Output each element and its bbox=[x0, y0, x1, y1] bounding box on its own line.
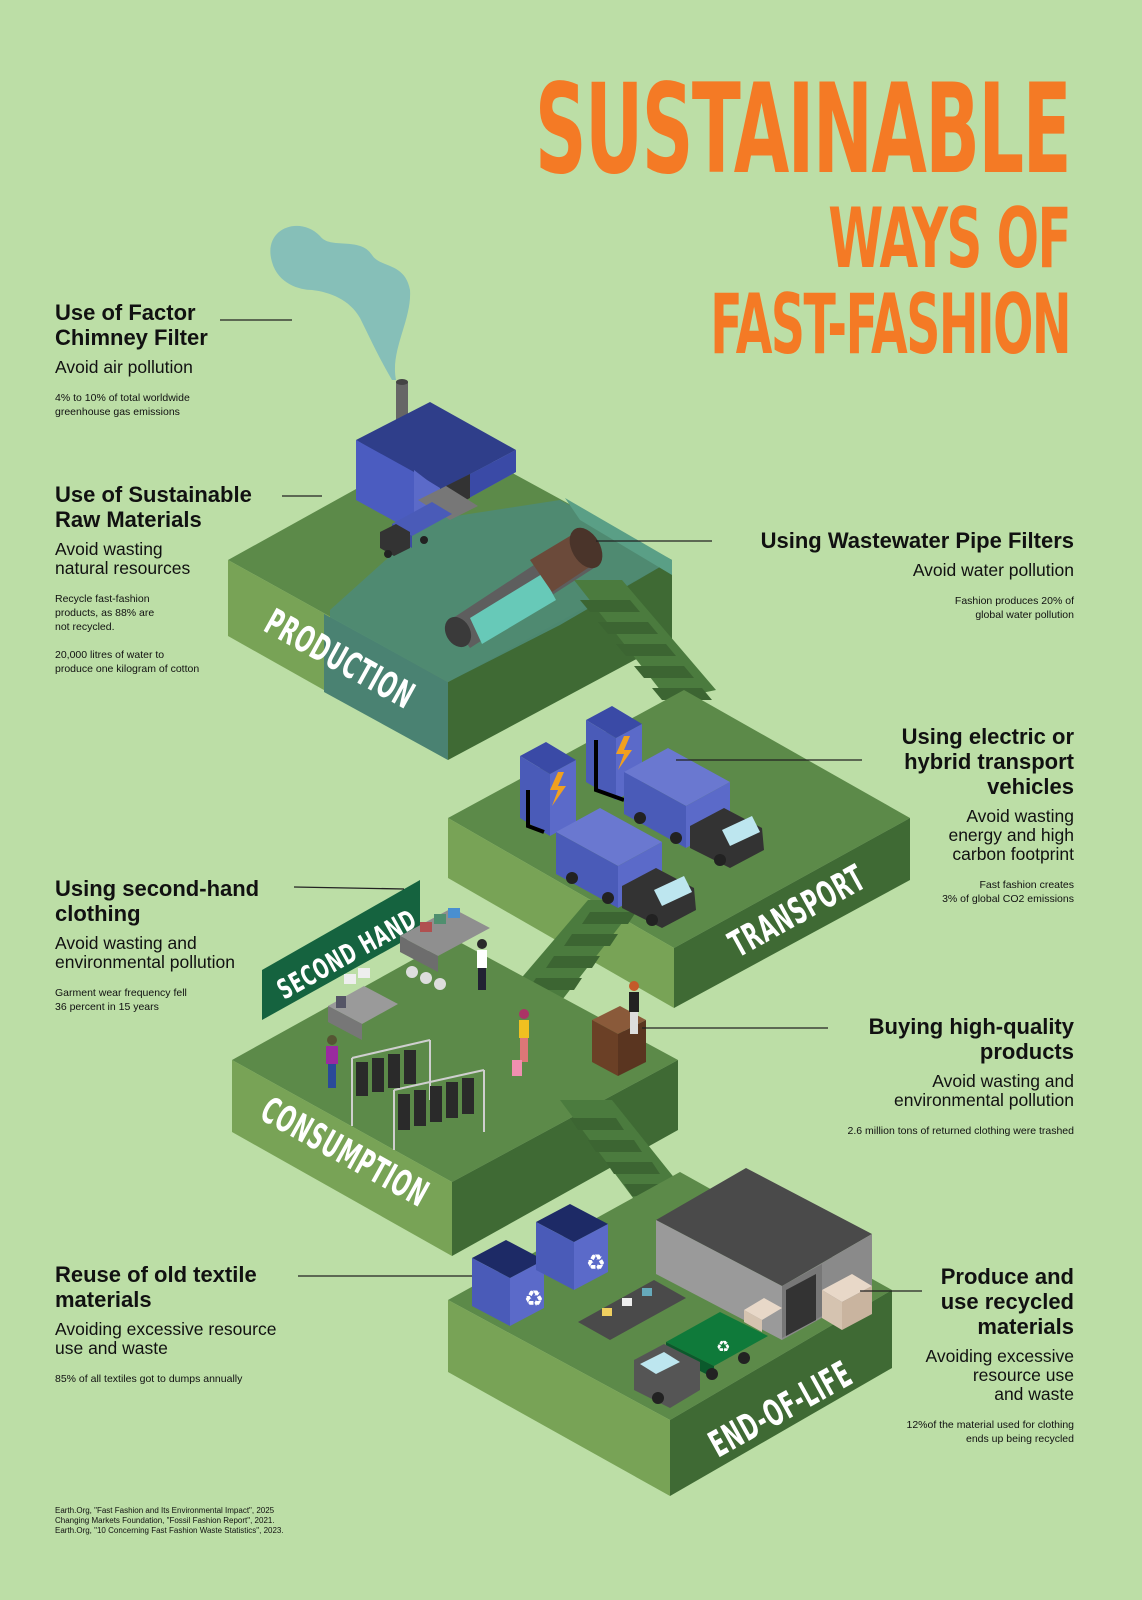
callout-subtitle: carbon footprint bbox=[952, 844, 1074, 864]
callout-subtitle: use and waste bbox=[55, 1338, 168, 1358]
note-line: produce one kilogram of cotton bbox=[55, 663, 200, 675]
callout-title: materials bbox=[55, 1287, 152, 1312]
sources: Earth.Org, "Fast Fashion and Its Environ… bbox=[55, 1506, 284, 1536]
recycle-icon: ♻ bbox=[716, 1337, 730, 1356]
recycle-icon: ♻ bbox=[586, 1251, 606, 1276]
callout-title: Using electric or bbox=[901, 724, 1074, 749]
note-line: greenhouse gas emissions bbox=[55, 406, 180, 418]
callout-note: 4% to 10% of total worldwide greenhouse … bbox=[55, 391, 208, 419]
electric-truck-1 bbox=[624, 748, 764, 868]
note-line: 4% to 10% of total worldwide bbox=[55, 392, 190, 404]
electric-truck-2 bbox=[556, 808, 696, 928]
callout-subtitle: natural resources bbox=[55, 558, 191, 578]
callout-note: 2.6 million tons of returned clothing we… bbox=[848, 1124, 1074, 1138]
stairs-1 bbox=[574, 580, 716, 700]
callout-subtitle: environmental pollution bbox=[894, 1090, 1074, 1110]
title-line-1: SUSTAINABLE bbox=[534, 57, 1072, 202]
callout-subtitle: Avoiding excessive bbox=[925, 1346, 1074, 1366]
note-line: Fast fashion creates bbox=[979, 879, 1074, 891]
callout-title: use recycled bbox=[940, 1289, 1074, 1314]
wastewater-pipe bbox=[444, 527, 603, 648]
source-line: Earth.Org, "10 Concerning Fast Fashion W… bbox=[55, 1526, 284, 1535]
production-truck bbox=[380, 502, 452, 558]
hanging-clothes bbox=[356, 1050, 474, 1130]
callout-reuse-textile: Reuse of old textile materials Avoiding … bbox=[55, 1262, 276, 1386]
callout-transport: Using electric or hybrid transport vehic… bbox=[902, 724, 1074, 906]
second-hand-shelf bbox=[328, 968, 398, 1040]
callout-subtitle: and waste bbox=[994, 1384, 1074, 1404]
callout-note: 12%of the material used for clothing end… bbox=[906, 1418, 1074, 1446]
note-line: Fashion produces 20% of bbox=[954, 595, 1074, 607]
callout-note: Recycle fast-fashion products, as 88% ar… bbox=[55, 592, 252, 634]
clothing-racks bbox=[351, 1039, 485, 1150]
main-title: SUSTAINABLE WAYS OF FAST-FASHION bbox=[384, 57, 1072, 370]
title-line-3: FAST-FASHION bbox=[710, 277, 1071, 374]
callout-subtitle: environmental pollution bbox=[55, 952, 235, 972]
callout-title: vehicles bbox=[987, 774, 1074, 799]
callout-subtitle: Avoid wasting and bbox=[55, 933, 197, 953]
note-line: global water pollution bbox=[975, 609, 1074, 621]
charging-station-1 bbox=[520, 742, 576, 836]
callout-raw-materials: Use of Sustainable Raw Materials Avoid w… bbox=[55, 482, 252, 676]
callout-subtitle: Avoid air pollution bbox=[55, 357, 193, 377]
garbage-truck: ♻ bbox=[634, 1312, 768, 1408]
sorting-conveyor bbox=[578, 1280, 686, 1340]
callout-subtitle: Avoid wasting bbox=[55, 539, 163, 559]
transport-platform bbox=[448, 690, 910, 1008]
source-line: Earth.Org, "Fast Fashion and Its Environ… bbox=[55, 1506, 275, 1515]
textile-bales bbox=[744, 1274, 872, 1332]
shelf-display bbox=[400, 908, 490, 990]
callout-title: Buying high-quality bbox=[868, 1014, 1074, 1039]
callout-title: Chimney Filter bbox=[55, 325, 208, 350]
note-line: not recycled. bbox=[55, 621, 115, 633]
smoke-cloud bbox=[270, 225, 411, 380]
callout-note: Fashion produces 20% of global water pol… bbox=[761, 594, 1074, 622]
recycle-icon: ♻ bbox=[524, 1287, 544, 1312]
leader-lines bbox=[220, 319, 922, 1292]
note-line: 36 percent in 15 years bbox=[55, 1001, 159, 1013]
callout-recycled-materials: Produce and use recycled materials Avoid… bbox=[906, 1264, 1074, 1446]
note-line: 3% of global CO2 emissions bbox=[942, 893, 1074, 905]
source-line: Changing Markets Foundation, "Fossil Fas… bbox=[55, 1516, 275, 1525]
callout-title: Produce and bbox=[940, 1264, 1074, 1289]
callout-note: Garment wear frequency fell 36 percent i… bbox=[55, 986, 259, 1014]
callout-title: products bbox=[979, 1039, 1074, 1064]
callout-second-hand: Using second-hand clothing Avoid wasting… bbox=[55, 876, 259, 1014]
recycling-bin-2: ♻ bbox=[536, 1204, 608, 1290]
callout-subtitle: resource use bbox=[972, 1365, 1074, 1385]
callout-title: Reuse of old textile bbox=[55, 1262, 257, 1287]
callout-subtitle: energy and high bbox=[948, 825, 1074, 845]
callout-title: hybrid transport bbox=[904, 749, 1074, 774]
shoppers bbox=[326, 939, 639, 1088]
callout-subtitle: Avoid wasting and bbox=[932, 1071, 1074, 1091]
note-line: products, as 88% are bbox=[55, 607, 155, 619]
callout-chimney-filter: Use of Factor Chimney Filter Avoid air p… bbox=[55, 300, 208, 419]
callout-note: 20,000 litres of water to produce one ki… bbox=[55, 648, 252, 676]
note-line: 20,000 litres of water to bbox=[55, 649, 165, 661]
callout-note: 85% of all textiles got to dumps annuall… bbox=[55, 1372, 276, 1386]
callout-title: Use of Factor bbox=[55, 300, 196, 325]
callout-high-quality: Buying high-quality products Avoid wasti… bbox=[848, 1014, 1074, 1138]
callout-title: Use of Sustainable bbox=[55, 482, 252, 507]
callout-title: materials bbox=[977, 1314, 1074, 1339]
note-line: 12%of the material used for clothing bbox=[906, 1419, 1074, 1431]
title-line-2: WAYS OF bbox=[828, 191, 1071, 288]
note-line: 2.6 million tons of returned clothing we… bbox=[847, 1125, 1074, 1137]
note-line: ends up being recycled bbox=[966, 1433, 1074, 1445]
callout-wastewater: Using Wastewater Pipe Filters Avoid wate… bbox=[761, 528, 1074, 622]
callout-subtitle: Avoiding excessive resource bbox=[55, 1319, 277, 1339]
note-line: Recycle fast-fashion bbox=[55, 593, 150, 605]
note-line: Garment wear frequency fell bbox=[55, 987, 187, 999]
callout-title: Using second-hand bbox=[55, 876, 260, 901]
recycling-bin-1: ♻ bbox=[472, 1240, 544, 1326]
callout-subtitle: Avoid wasting bbox=[966, 806, 1074, 826]
callout-title: clothing bbox=[55, 901, 141, 926]
note-line: 85% of all textiles got to dumps annuall… bbox=[55, 1373, 243, 1385]
conveyor bbox=[418, 486, 478, 520]
callout-subtitle: Avoid water pollution bbox=[912, 560, 1074, 580]
callout-title: Raw Materials bbox=[55, 507, 202, 532]
callout-note: Fast fashion creates 3% of global CO2 em… bbox=[902, 878, 1074, 906]
callout-title: Using Wastewater Pipe Filters bbox=[760, 528, 1074, 553]
